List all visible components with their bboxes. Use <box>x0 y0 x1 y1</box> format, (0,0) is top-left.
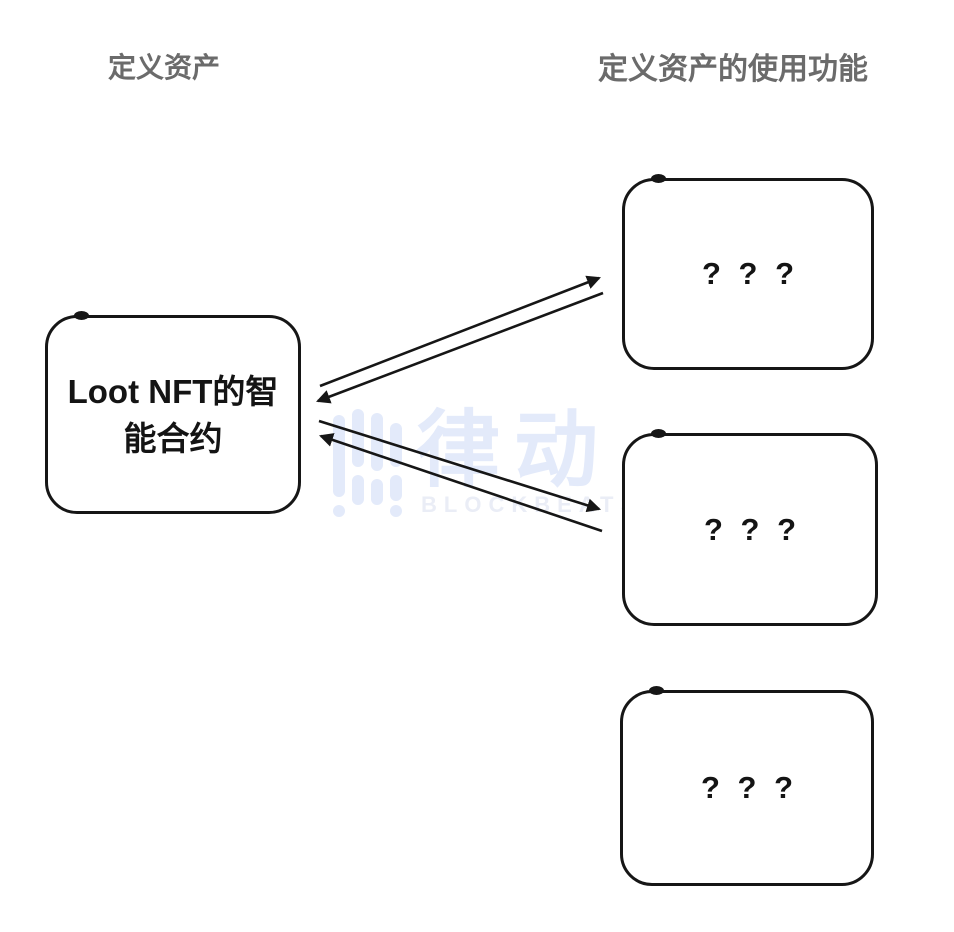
node-label: Loot NFT的智能合约 <box>67 372 279 457</box>
node-label: ? ? ? <box>703 511 797 547</box>
watermark-brand-text: BLOCKBEATS <box>421 492 643 517</box>
node-label: ? ? ? <box>701 256 795 291</box>
column-header-define-asset-functions: 定义资产的使用功能 <box>598 53 868 86</box>
node-label: ? ? ? <box>700 770 794 805</box>
node-function-2: ? ? ? <box>622 429 878 626</box>
node-function-3: ? ? ? <box>620 686 874 886</box>
node-loot-nft-smart-contract: Loot NFT的智能合约 <box>45 311 301 514</box>
arrow-contract-to-function1 <box>319 275 601 388</box>
blockbeats-equalizer-icon <box>333 409 402 517</box>
watermark-logo-text: 律动 <box>416 403 613 497</box>
column-header-define-assets: 定义资产 <box>108 52 221 83</box>
node-function-1: ? ? ? <box>622 174 874 370</box>
arrow-function1-to-contract <box>316 291 604 404</box>
